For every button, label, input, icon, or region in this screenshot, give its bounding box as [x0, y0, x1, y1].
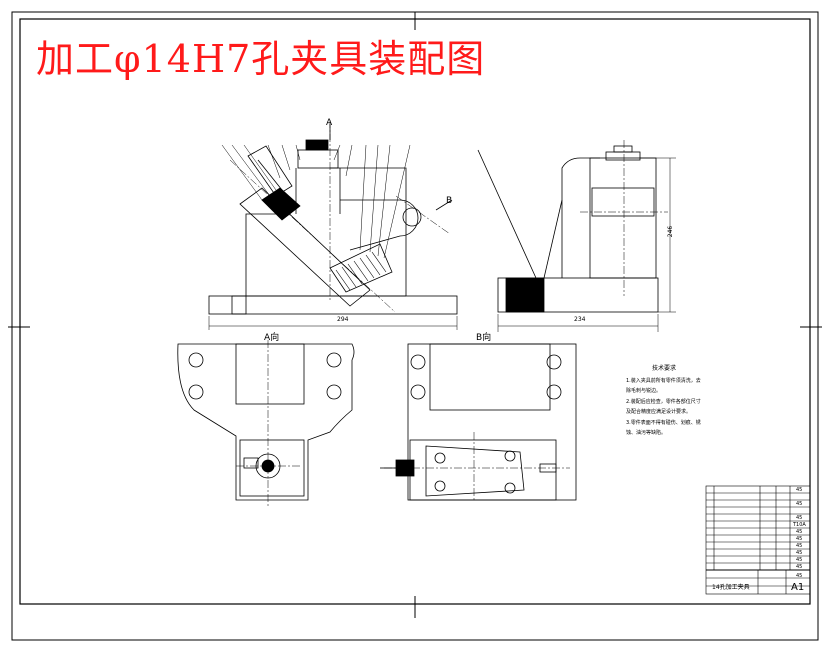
tech-note-3: 3.零件表面不得有碰伤、划痕、锈蚀、油污等缺陷。 [626, 420, 701, 436]
title-block [705, 485, 811, 595]
front-view [208, 120, 458, 330]
tech-notes-title: 技术要求 [651, 365, 676, 372]
side-view [477, 140, 676, 332]
material-code: 45 [796, 550, 803, 556]
material-code: 45 [796, 536, 803, 542]
side-height-dimension: 246 [667, 225, 675, 238]
material-code: T10A [793, 522, 806, 528]
view-b-label: B向 [476, 333, 492, 343]
material-code: 45 [796, 557, 803, 563]
material-code: 45 [796, 487, 803, 493]
side-width-dimension: 234 [574, 316, 586, 323]
tech-note-2: 2.装配后应检查，零件各部位尺寸及配合精度应满足设计要求。 [626, 399, 701, 415]
section-a-label: A [326, 118, 333, 128]
sheet-size-label: A1 [791, 582, 805, 593]
material-code: 45 [796, 501, 803, 507]
material-code: 45 [796, 573, 803, 579]
technical-requirements: 技术要求 1.装入夹具前所有零件须清洗，去除毛刺与锐边。 2.装配后应检查，零件… [626, 364, 702, 439]
front-width-dimension: 294 [337, 316, 349, 323]
inner-frame [19, 18, 811, 605]
view-b [380, 343, 577, 502]
material-code: 45 [796, 515, 803, 521]
drawing-title: 加工φ14H7孔夹具装配图 [36, 37, 486, 81]
material-code: 45 [796, 543, 803, 549]
material-code: 45 [796, 529, 803, 535]
tech-note-1: 1.装入夹具前所有零件须清洗，去除毛刺与锐边。 [626, 378, 701, 394]
arrow-b-label: B [446, 196, 453, 206]
view-a-label: A向 [264, 333, 280, 343]
view-a [177, 340, 355, 506]
material-code: 45 [796, 564, 803, 570]
title-block-drawing-name: 14孔加工夹具 [712, 584, 750, 591]
